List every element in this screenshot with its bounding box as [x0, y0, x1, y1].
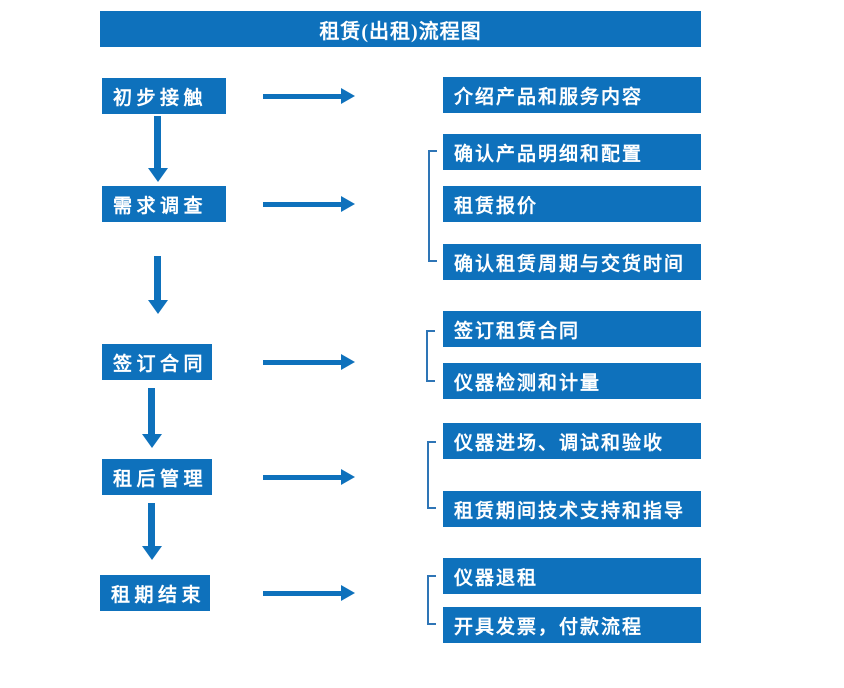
arrow-shaft [263, 591, 342, 596]
detail-box-instrument-inspection: 仪器检测和计量 [443, 363, 701, 399]
arrow-shaft [148, 388, 155, 435]
arrow-head [341, 196, 355, 212]
right-arrow-4 [263, 469, 355, 485]
flowchart-title: 租赁(出租)流程图 [100, 11, 701, 47]
detail-box-technical-support: 租赁期间技术支持和指导 [443, 491, 701, 527]
detail-box-confirm-product-details: 确认产品明细和配置 [443, 134, 701, 170]
step-box-initial-contact: 初步接触 [102, 78, 226, 114]
detail-box-sign-rental-contract: 签订租赁合同 [443, 311, 701, 347]
arrow-shaft [263, 475, 342, 480]
right-arrow-3 [263, 354, 355, 370]
arrow-shaft [148, 503, 155, 547]
right-arrow-2 [263, 196, 355, 212]
arrow-shaft [154, 256, 161, 301]
group-bracket-sign-contract [426, 330, 435, 382]
arrow-head [341, 469, 355, 485]
arrow-head [341, 354, 355, 370]
arrow-head [148, 300, 168, 314]
arrow-shaft [263, 360, 342, 365]
step-box-demand-survey: 需求调查 [102, 186, 226, 222]
detail-box-introduce-products: 介绍产品和服务内容 [443, 77, 701, 113]
arrow-head [142, 434, 162, 448]
group-bracket-post-rental [427, 441, 436, 509]
detail-box-instrument-return: 仪器退租 [443, 558, 701, 594]
right-arrow-5 [263, 585, 355, 601]
group-bracket-demand-survey [428, 150, 437, 262]
down-arrow-3 [142, 388, 162, 448]
arrow-shaft [263, 202, 342, 207]
detail-box-rental-quote: 租赁报价 [443, 186, 701, 222]
arrow-head [142, 546, 162, 560]
step-box-rental-end: 租期结束 [100, 575, 210, 611]
detail-box-confirm-rental-period: 确认租赁周期与交货时间 [443, 244, 701, 280]
detail-box-invoice-payment: 开具发票，付款流程 [443, 607, 701, 643]
right-arrow-1 [263, 88, 355, 104]
down-arrow-4 [142, 503, 162, 560]
detail-box-instrument-setup-acceptance: 仪器进场、调试和验收 [443, 423, 701, 459]
group-bracket-rental-end [427, 575, 436, 625]
arrow-head [341, 585, 355, 601]
arrow-head [341, 88, 355, 104]
step-box-sign-contract: 签订合同 [102, 344, 212, 380]
arrow-shaft [154, 116, 161, 169]
down-arrow-1 [148, 116, 168, 182]
down-arrow-2 [148, 256, 168, 314]
arrow-shaft [263, 94, 342, 99]
step-box-post-rental-management: 租后管理 [102, 459, 212, 495]
arrow-head [148, 168, 168, 182]
